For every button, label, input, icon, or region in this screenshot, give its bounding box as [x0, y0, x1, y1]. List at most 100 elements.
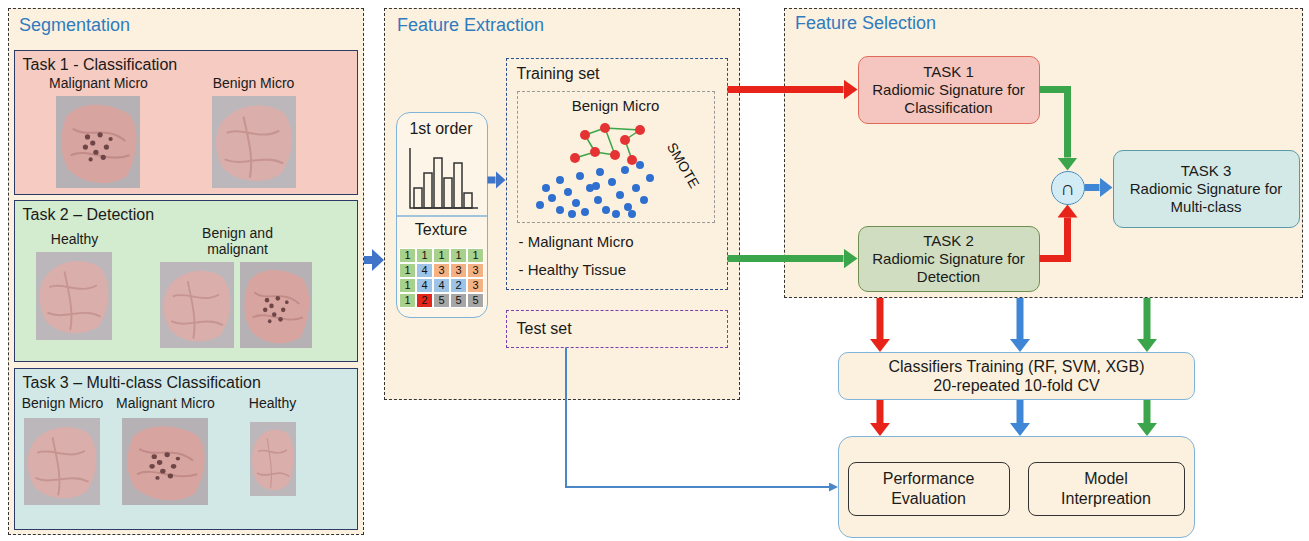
image-label: Benign Micro	[194, 75, 314, 92]
flow-arrow	[1017, 400, 1024, 423]
image-label: Malignant Micro	[39, 75, 159, 92]
label-slot: 3	[433, 263, 450, 278]
illustration-circle	[596, 168, 604, 176]
matrix-cell: 1	[399, 248, 416, 263]
class-item: - Healthy Tissue	[519, 261, 719, 279]
task-heading: Task 3 – Multi-class Classification	[23, 373, 343, 392]
illustration-g	[570, 123, 645, 165]
image-label: Healthy	[233, 395, 313, 412]
matrix-cell: 1	[450, 248, 467, 263]
flow-arrow	[1040, 90, 1068, 158]
illustration-circle	[590, 147, 600, 157]
illustration-circle	[572, 199, 580, 207]
illustration-g	[410, 148, 478, 208]
illustration-use	[24, 418, 100, 505]
box-text: Radiomic Signature for Detection	[865, 250, 1033, 286]
box-text: TASK 2	[923, 232, 974, 250]
text-slot: Benign Micro	[194, 75, 314, 92]
matrix-cell: 3	[433, 263, 450, 278]
text-slot: - Malignant Micro	[519, 233, 719, 251]
flow-arrow	[1040, 218, 1068, 259]
image-label: Malignant Micro	[111, 395, 221, 412]
illustration-rect	[434, 158, 442, 208]
matrix-cell: 2	[450, 278, 467, 293]
panel-heading: Feature Selection	[795, 13, 1015, 35]
matrix-cell: 4	[416, 263, 433, 278]
illustration-circle	[640, 196, 648, 204]
illustration-line	[625, 130, 640, 140]
illustration-line	[575, 152, 595, 158]
label-slot: 5	[467, 293, 484, 308]
flow-arrow	[1144, 298, 1151, 339]
illustration-circle	[556, 206, 564, 214]
task-heading: Task 2 – Detection	[23, 205, 343, 224]
illustration-use	[56, 96, 140, 188]
illustration-line	[605, 128, 615, 155]
task-heading: Task 1 - Classification	[23, 55, 343, 74]
text-slot: Texture	[397, 220, 486, 239]
box-text: ∩	[1060, 176, 1074, 200]
illustration-line	[397, 215, 487, 217]
matrix-cell: 3	[467, 278, 484, 293]
text-slot: Benign Micro	[518, 97, 713, 115]
text-slot: Training set	[517, 64, 717, 83]
flow-arrow	[488, 177, 496, 184]
text-slot: Healthy	[233, 395, 313, 412]
illustration-rect	[414, 188, 422, 208]
image-label: Benign Micro	[15, 395, 111, 412]
illustration-use	[122, 418, 208, 505]
illustration-rect	[464, 193, 472, 208]
label-slot: 1	[433, 248, 450, 263]
set-heading: Training set	[517, 64, 717, 83]
matrix-cell: 5	[467, 293, 484, 308]
class-item: Benign Micro	[518, 97, 713, 115]
task-box: Task 1 - ClassificationMalignant Micro Be…	[14, 50, 358, 195]
flow-arrow	[877, 298, 884, 339]
illustration-use	[212, 96, 296, 188]
text-slot: 1st order	[397, 119, 486, 138]
illustration-line	[605, 128, 640, 130]
label-slot: 2	[450, 278, 467, 293]
panel-heading: Segmentation	[19, 15, 239, 37]
illustration-circle	[580, 130, 590, 140]
text-slot: Feature Extraction	[397, 15, 617, 37]
class-item: - Malignant Micro	[519, 233, 719, 251]
illustration-circle	[556, 176, 564, 184]
matrix-cell: 1	[399, 263, 416, 278]
label-slot: 2	[416, 293, 433, 308]
label-slot: 3	[467, 263, 484, 278]
illustration-rect	[444, 178, 452, 208]
matrix-cell: 1	[467, 248, 484, 263]
process-box: Model Interpreation	[1028, 462, 1185, 516]
text-slot: Malignant Micro	[39, 75, 159, 92]
flow-arrow	[1017, 298, 1024, 339]
text-slot: Task 1 - Classification	[23, 55, 343, 74]
matrix-cell: 5	[433, 293, 450, 308]
illustration-circle	[600, 123, 610, 133]
illustration-circle	[624, 203, 632, 211]
label-slot: 3	[450, 263, 467, 278]
illustration-circle	[602, 206, 610, 214]
illustration-circle	[564, 188, 572, 196]
illustration-rect	[454, 163, 462, 208]
test-set-box: Test set	[506, 310, 728, 348]
label-slot: 5	[450, 293, 467, 308]
text-slot: Malignant Micro	[111, 395, 221, 412]
intersection-circle: ∩	[1051, 171, 1085, 205]
label-slot: 4	[416, 263, 433, 278]
illustration-circle	[586, 184, 594, 192]
illustration-circle	[592, 182, 600, 190]
illustration-circle	[594, 196, 602, 204]
illustration-circle	[612, 210, 620, 218]
matrix-cell: 3	[467, 263, 484, 278]
flow-arrow	[877, 400, 884, 423]
illustration-circle	[610, 150, 620, 160]
process-box: Performance Evaluation	[848, 462, 1010, 516]
label-slot: 1	[399, 293, 416, 308]
label-slot: 4	[433, 278, 450, 293]
box-text: TASK 3	[1181, 162, 1232, 180]
illustration-line	[585, 135, 595, 152]
box-text: Classifiers Training (RF, SVM, XGB) 20-r…	[881, 357, 1153, 395]
